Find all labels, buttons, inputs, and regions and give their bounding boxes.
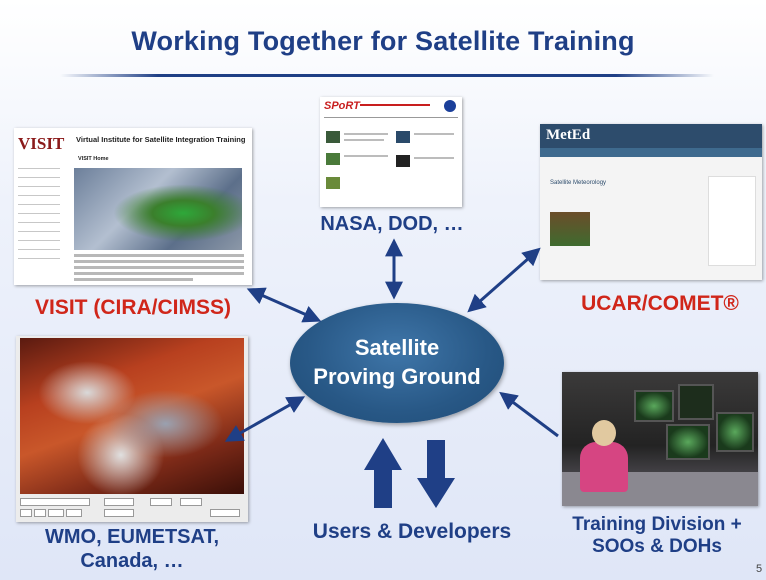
meted-header-bar — [540, 124, 762, 148]
nasa-text-line — [344, 133, 388, 135]
nasa-text-line — [414, 133, 454, 135]
wmo-satellite-image — [20, 338, 244, 494]
users-developers-label: Users & Developers — [312, 520, 512, 543]
meted-sidebar — [708, 176, 756, 266]
nasa-thumbnail — [396, 155, 410, 167]
nasa-text-line — [414, 157, 454, 159]
training-division-label: Training Division + SOOs & DOHs — [552, 514, 762, 559]
nasa-header-text — [360, 104, 430, 106]
nasa-thumbnail — [326, 131, 340, 143]
meted-nav-bar — [540, 148, 762, 157]
nasa-sport-website-screenshot: SPoRT — [320, 97, 462, 207]
arrow-visit-hub — [246, 287, 322, 323]
wmo-player-controls — [20, 496, 244, 520]
nasa-thumbnail — [326, 153, 340, 165]
wmo-label: WMO, EUMETSAT, Canada, … — [14, 526, 250, 573]
wmo-satellite-loop-screenshot — [16, 336, 248, 522]
meted-logo: MetEd — [546, 127, 591, 143]
monitor — [666, 424, 710, 460]
nasa-text-line — [344, 155, 388, 157]
up-arrow-icon — [364, 438, 402, 508]
ucar-comet-label: UCAR/COMET® — [581, 292, 739, 315]
hub-label-line2: Proving Ground — [313, 364, 481, 389]
slide-title: Working Together for Satellite Training — [131, 26, 635, 56]
arrow-ucar-hub — [467, 247, 541, 313]
meted-page-heading: Satellite Meteorology — [550, 180, 607, 186]
down-arrow-icon — [417, 440, 455, 508]
training-label-line2: SOOs & DOHs — [592, 536, 722, 558]
visit-website-screenshot: VISIT Virtual Institute for Satellite In… — [14, 128, 252, 285]
monitor — [678, 384, 714, 420]
title-underline — [60, 74, 714, 77]
visit-satellite-image — [74, 168, 242, 250]
page-number: 5 — [756, 563, 763, 575]
wmo-label-line1: WMO, EUMETSAT, — [44, 526, 220, 548]
nasa-thumbnail — [326, 177, 340, 189]
nasa-thumbnail — [396, 131, 410, 143]
visit-page-heading: VISIT Home — [78, 156, 109, 162]
hub-label-line1: Satellite — [354, 335, 440, 361]
nasa-divider — [324, 117, 458, 118]
training-label-line1: Training Division + — [572, 514, 742, 535]
monitor — [716, 412, 754, 452]
monitor — [634, 390, 674, 422]
visit-label: VISIT (CIRA/CIMSS) — [34, 296, 231, 319]
meted-thumbnail — [550, 212, 590, 246]
person-head — [592, 420, 616, 446]
nasa-meatball-icon — [444, 100, 456, 112]
nasa-label: NASA, DOD, … — [320, 213, 464, 235]
meted-website-screenshot: MetEd Satellite Meteorology — [540, 124, 762, 280]
visit-body-text — [74, 254, 244, 284]
visit-nav-menu — [18, 162, 60, 261]
visit-site-header: Virtual Institute for Satellite Integrat… — [76, 135, 246, 144]
wmo-label-line2: Canada, … — [80, 549, 184, 572]
visit-logo: VISIT — [18, 134, 65, 153]
person — [580, 442, 628, 492]
arrow-training-hub — [499, 391, 559, 438]
training-room-photo — [562, 372, 758, 506]
nasa-text-line — [344, 139, 384, 141]
sport-logo: SPoRT — [324, 100, 360, 112]
satellite-proving-ground-hub: Satellite Proving Ground — [290, 303, 504, 423]
